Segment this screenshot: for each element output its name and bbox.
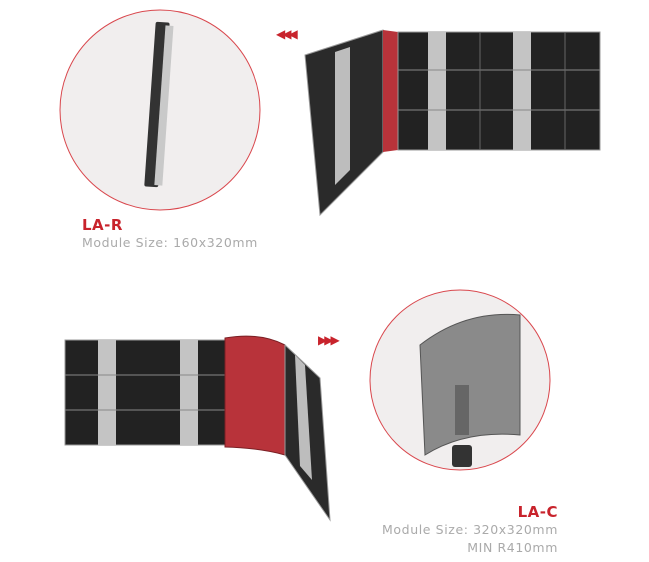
arrow-right-icon: ▶▶▶ bbox=[318, 333, 340, 347]
product-title-la-c: LA-C bbox=[517, 503, 558, 521]
product-spec-la-r-size: Module Size: 160x320mm bbox=[82, 235, 258, 250]
la-r-wall-illustration bbox=[304, 29, 601, 217]
arrow-left-icon: ◀◀◀ bbox=[276, 27, 298, 41]
product-spec-la-c-size: Module Size: 320x320mm bbox=[382, 522, 558, 537]
la-c-detail-circle bbox=[369, 289, 551, 471]
la-r-detail-circle bbox=[59, 9, 261, 211]
product-title-la-r: LA-R bbox=[82, 216, 123, 234]
la-c-wall-illustration bbox=[64, 335, 331, 522]
product-spec-la-c-radius: MIN R410mm bbox=[467, 540, 558, 555]
